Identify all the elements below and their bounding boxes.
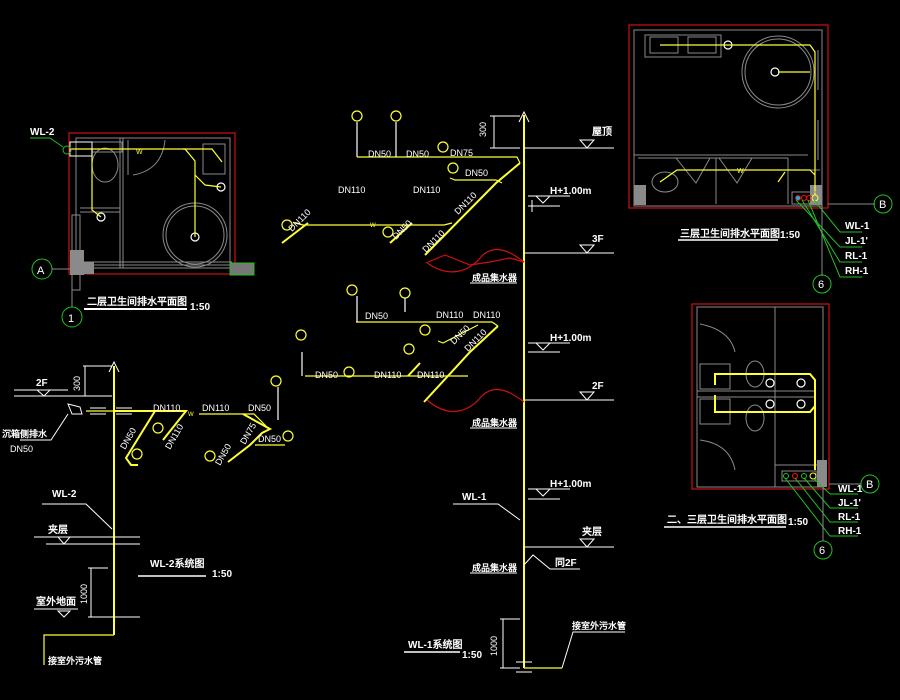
toilet <box>651 171 679 193</box>
riser-label: RL-1 <box>838 512 861 523</box>
shower-basin <box>741 35 815 109</box>
system-wl1: 300 屋顶 H+1.00m 3F H+1.00m 2F H+1.00m 夹层 … <box>281 110 626 673</box>
plan-2f-boundary <box>68 132 236 275</box>
level-h1: H+1.00m <box>550 186 592 197</box>
drain-pipe <box>70 148 196 237</box>
pipe-size: DN110 <box>338 185 365 195</box>
drain-pipe <box>660 44 816 195</box>
pipe-size: DN110 <box>202 403 229 413</box>
collector-label-mezz: 成品集水器 <box>472 562 518 573</box>
level-2f: 2F <box>36 378 48 389</box>
pipe-size: DN50 <box>390 218 413 241</box>
side-drain-label: 沉箱侧排水 <box>2 428 48 439</box>
outfall-label: 接室外污水管 <box>572 620 626 631</box>
level-mezz: 夹层 <box>582 525 602 538</box>
riser-label: WL-1 <box>838 484 863 495</box>
axis-a-label: A <box>37 265 45 277</box>
riser-label: RH-1 <box>845 266 869 277</box>
plan-2f-scale: 1:50 <box>190 302 210 313</box>
drain-pipe <box>714 373 816 470</box>
window-marker <box>229 262 255 276</box>
plan-3f-scale: 1:50 <box>780 230 800 241</box>
axis-bubble-b <box>873 194 893 214</box>
plan-3f: W WL-1 JL-1' RL-1 RH-1 B 6 三层卫生间排水平面图 1:… <box>628 24 893 294</box>
pipe-size: DN50 <box>406 149 429 159</box>
axis-6-label: 6 <box>819 545 825 557</box>
level-h2: H+1.00m <box>550 333 592 344</box>
plan-3f-boundary <box>628 24 829 209</box>
pipe-size: DN110 <box>374 370 401 380</box>
riser-label: RH-1 <box>838 526 862 537</box>
system-wl2-scale: 1:50 <box>212 569 232 580</box>
pipe-size: DN110 <box>473 310 500 320</box>
system-wl1-title: WL-1系统图 <box>408 638 462 651</box>
level-mezz: 夹层 <box>48 523 68 536</box>
axis-6-label: 6 <box>818 279 824 291</box>
level-2f: 2F <box>592 381 604 392</box>
riser-label-wl2: WL-2 <box>30 127 55 138</box>
plan-23f-boundary <box>691 303 830 490</box>
pipe-mark: W <box>370 223 376 229</box>
level-roof: 屋顶 <box>592 126 612 138</box>
riser-label: JL-1' <box>845 236 868 247</box>
pipe-size: DN75 <box>450 148 473 158</box>
axis-bubble-6 <box>813 540 833 560</box>
riser-label: WL-1 <box>845 221 870 232</box>
system-wl2-title: WL-2系统图 <box>150 557 204 570</box>
dim-300: 300 <box>478 122 488 137</box>
axis-bubble-6 <box>812 274 832 294</box>
plan-2f: W WL-2 A 1 二层卫生间排水平面图 1:50 <box>30 127 255 328</box>
riser-label-wl1: WL-1 <box>462 492 487 503</box>
dim-1000: 1000 <box>489 636 499 656</box>
pipe-size: DN50 <box>258 434 281 444</box>
pipe-size: DN50 <box>365 311 388 321</box>
pipe-size: DN75 <box>238 421 258 446</box>
plan-23f: WL-1 JL-1' RL-1 RH-1 B 6 二、三层卫生间排水平面图 1:… <box>664 303 880 560</box>
plan-2f-title: 二层卫生间排水平面图 <box>87 295 187 308</box>
plan-3f-title: 三层卫生间排水平面图 <box>680 227 780 240</box>
pipe-size: DN50 <box>118 426 138 451</box>
level-ground: 室外地面 <box>36 595 76 608</box>
axis-b-label: B <box>879 199 886 211</box>
pipe-size: DN50 <box>465 168 488 178</box>
pipe-size: DN110 <box>153 403 180 413</box>
riser-label: RL-1 <box>845 251 868 262</box>
pipe-size: DN110 <box>413 185 440 195</box>
axis-1-label: 1 <box>68 313 74 325</box>
dim-300: 300 <box>72 376 82 391</box>
plan-23f-title: 二、三层卫生间排水平面图 <box>667 513 787 526</box>
level-h3: H+1.00m <box>550 479 592 490</box>
flex-hose <box>427 254 525 266</box>
system-wl2: 300 2F 沉箱侧排水 DN50 DN110 DN110 DN50 DN50 … <box>2 360 294 666</box>
pipe-mark: W <box>188 412 194 418</box>
axis-bubble-b <box>860 474 880 494</box>
level-3f: 3F <box>592 234 604 245</box>
same-as-2f-label: 同2F <box>555 557 577 569</box>
plan-23f-scale: 1:50 <box>788 517 808 528</box>
pipe-size: DN50 <box>248 403 271 413</box>
pipe-mark: W <box>136 149 143 156</box>
outfall-label: 接室外污水管 <box>48 655 102 666</box>
side-drain-size: DN50 <box>10 444 33 454</box>
pipe-size: DN110 <box>436 310 463 320</box>
pipe-mark: W <box>737 168 744 175</box>
dim-1000: 1000 <box>79 584 89 604</box>
riser-label-wl2: WL-2 <box>52 489 77 500</box>
pipe-size: DN110 <box>420 228 446 254</box>
collector-label-2f: 成品集水器 <box>472 417 518 428</box>
system-wl1-scale: 1:50 <box>462 650 482 661</box>
pipe-size: DN110 <box>417 370 444 380</box>
plan-2f-walls <box>75 137 231 269</box>
pipe-size: DN50 <box>315 370 338 380</box>
axis-b-label: B <box>866 479 873 491</box>
pipe-size: DN50 <box>213 442 233 467</box>
riser-label: JL-1' <box>838 498 861 509</box>
pipe-size: DN50 <box>368 149 391 159</box>
collector-label-3f: 成品集水器 <box>472 272 518 283</box>
toilet <box>91 147 119 183</box>
